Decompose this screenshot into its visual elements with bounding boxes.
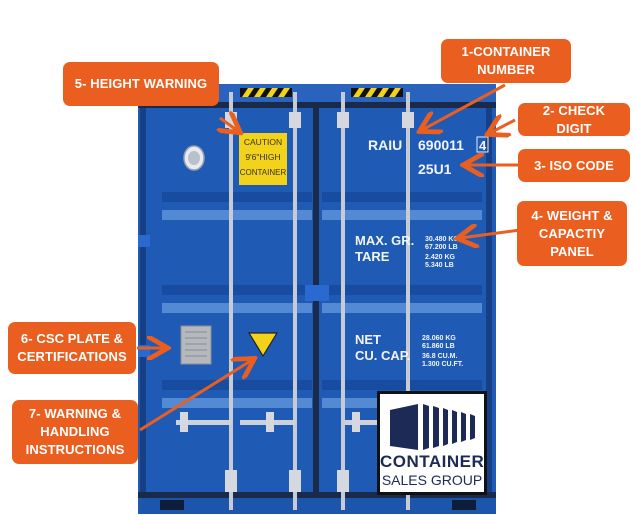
hazard-stripes-right <box>351 88 403 97</box>
door-corrugations <box>162 192 482 408</box>
cu-cap-m3: 36.8 CU.M. <box>422 353 457 360</box>
net-kg: 28.060 KG <box>422 335 456 342</box>
hazard-stripes-left <box>240 88 292 97</box>
owner-code: RAIU <box>368 137 402 153</box>
container-sales-group-logo: CONTAINER SALES GROUP <box>377 391 487 495</box>
arrow-weight-panel <box>460 230 521 238</box>
callout-height-warning: 5- HEIGHT WARNING <box>63 62 219 106</box>
logo-line-1: CONTAINER <box>380 452 485 471</box>
caution-line-2: 9'6"HIGH <box>245 152 280 162</box>
callout-container-number: 1-CONTAINER NUMBER <box>441 39 571 83</box>
check-digit: 4 <box>479 138 487 153</box>
container-doors-logo-icon <box>390 404 475 450</box>
arrow-container-number <box>422 83 506 130</box>
warning-triangle-icon <box>247 332 279 358</box>
logo-line-2: SALES GROUP <box>381 472 483 488</box>
net-lb: 61.860 LB <box>422 343 455 350</box>
callout-weight-capacity-panel: 4- WEIGHT & CAPACTIY PANEL <box>517 201 627 266</box>
tare-kg: 2.420 KG <box>425 254 456 261</box>
cubic-capacity-label: CU. CAP. <box>355 348 410 363</box>
callout-arrows <box>137 83 521 432</box>
door-seam <box>313 104 319 504</box>
callout-iso-code: 3- ISO CODE <box>518 149 630 182</box>
tare-lb: 5.340 LB <box>425 262 454 269</box>
max-gross-lb: 67.200 LB <box>425 244 458 251</box>
cu-cap-ft3: 1.300 CU.FT. <box>422 361 463 368</box>
iso-code: 25U1 <box>418 161 452 177</box>
arrow-warning-label <box>139 360 252 432</box>
serial-number: 690011 <box>418 137 464 153</box>
max-gross-label: MAX. GR. <box>355 233 414 248</box>
callout-csc-plate: 6- CSC PLATE & CERTIFICATIONS <box>8 322 136 374</box>
height-caution-label <box>239 133 287 185</box>
arrow-check-digit <box>490 120 516 133</box>
caution-line-3: CONTAINER <box>240 168 287 177</box>
caution-line-1: CAUTION <box>244 137 282 147</box>
net-label: NET <box>355 332 381 347</box>
check-digit-box <box>476 136 489 153</box>
max-gross-kg: 30.480 KG <box>425 236 459 243</box>
callout-check-digit: 2- CHECK DIGIT <box>518 103 630 136</box>
arrow-height-warning <box>220 118 238 131</box>
callout-warning-handling: 7- WARNING & HANDLING INSTRUCTIONS <box>12 400 138 464</box>
tare-label: TARE <box>355 249 390 264</box>
